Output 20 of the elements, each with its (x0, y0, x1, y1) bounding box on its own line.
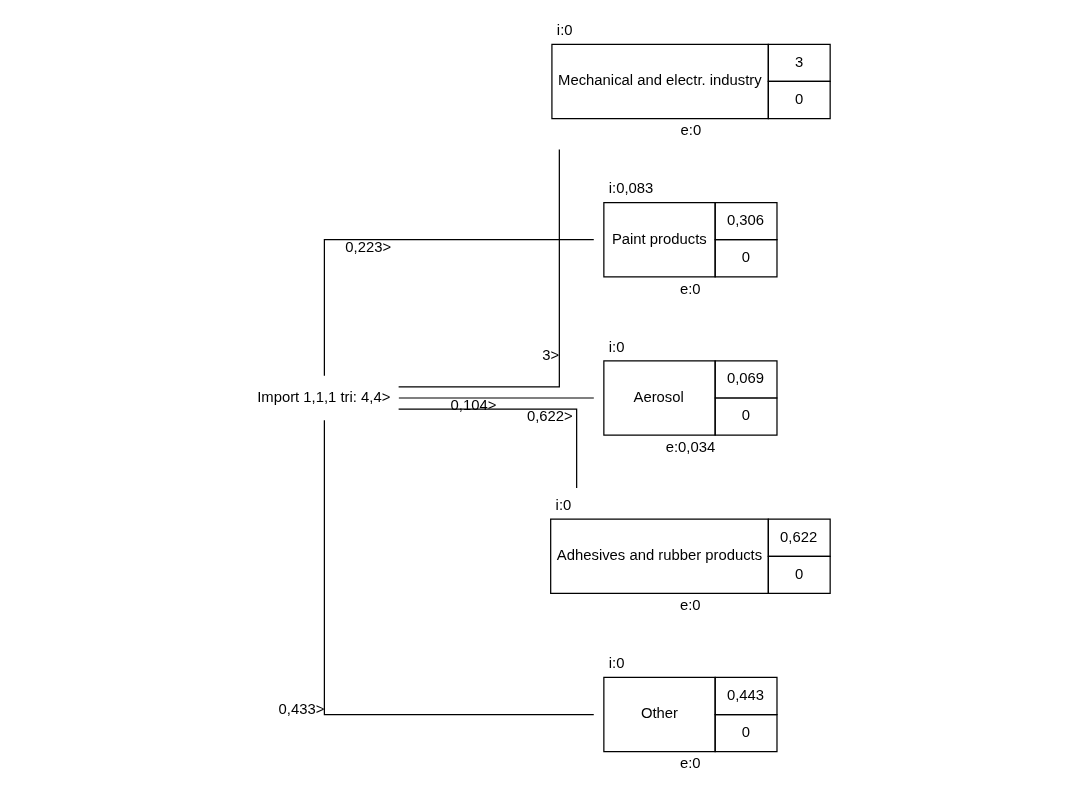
edge-label: 0,104> (450, 396, 497, 413)
node-label: i:0 (555, 497, 572, 514)
node-label: e:0 (680, 122, 702, 139)
edge-label: 0,433> (278, 700, 325, 717)
node-label: e:0,034 (665, 438, 716, 455)
node-label: i:0 (608, 655, 625, 672)
connector (323, 419, 595, 716)
node-label: i:0,083 (608, 180, 654, 197)
edge-label: 3> (542, 347, 560, 364)
node-label: e:0 (679, 280, 701, 297)
node-label: e:0 (679, 755, 701, 772)
node-text: Import 1,1,1 tri: 4,4> (257, 388, 391, 405)
node-label: e:0 (679, 597, 701, 614)
edge-label: 0,622> (526, 408, 573, 424)
node-label: i:0 (556, 22, 573, 39)
edge-label: 0,223> (345, 238, 392, 255)
connector (398, 148, 560, 388)
connector (323, 239, 595, 377)
connector (398, 408, 578, 489)
node-label: i:0 (608, 338, 625, 355)
